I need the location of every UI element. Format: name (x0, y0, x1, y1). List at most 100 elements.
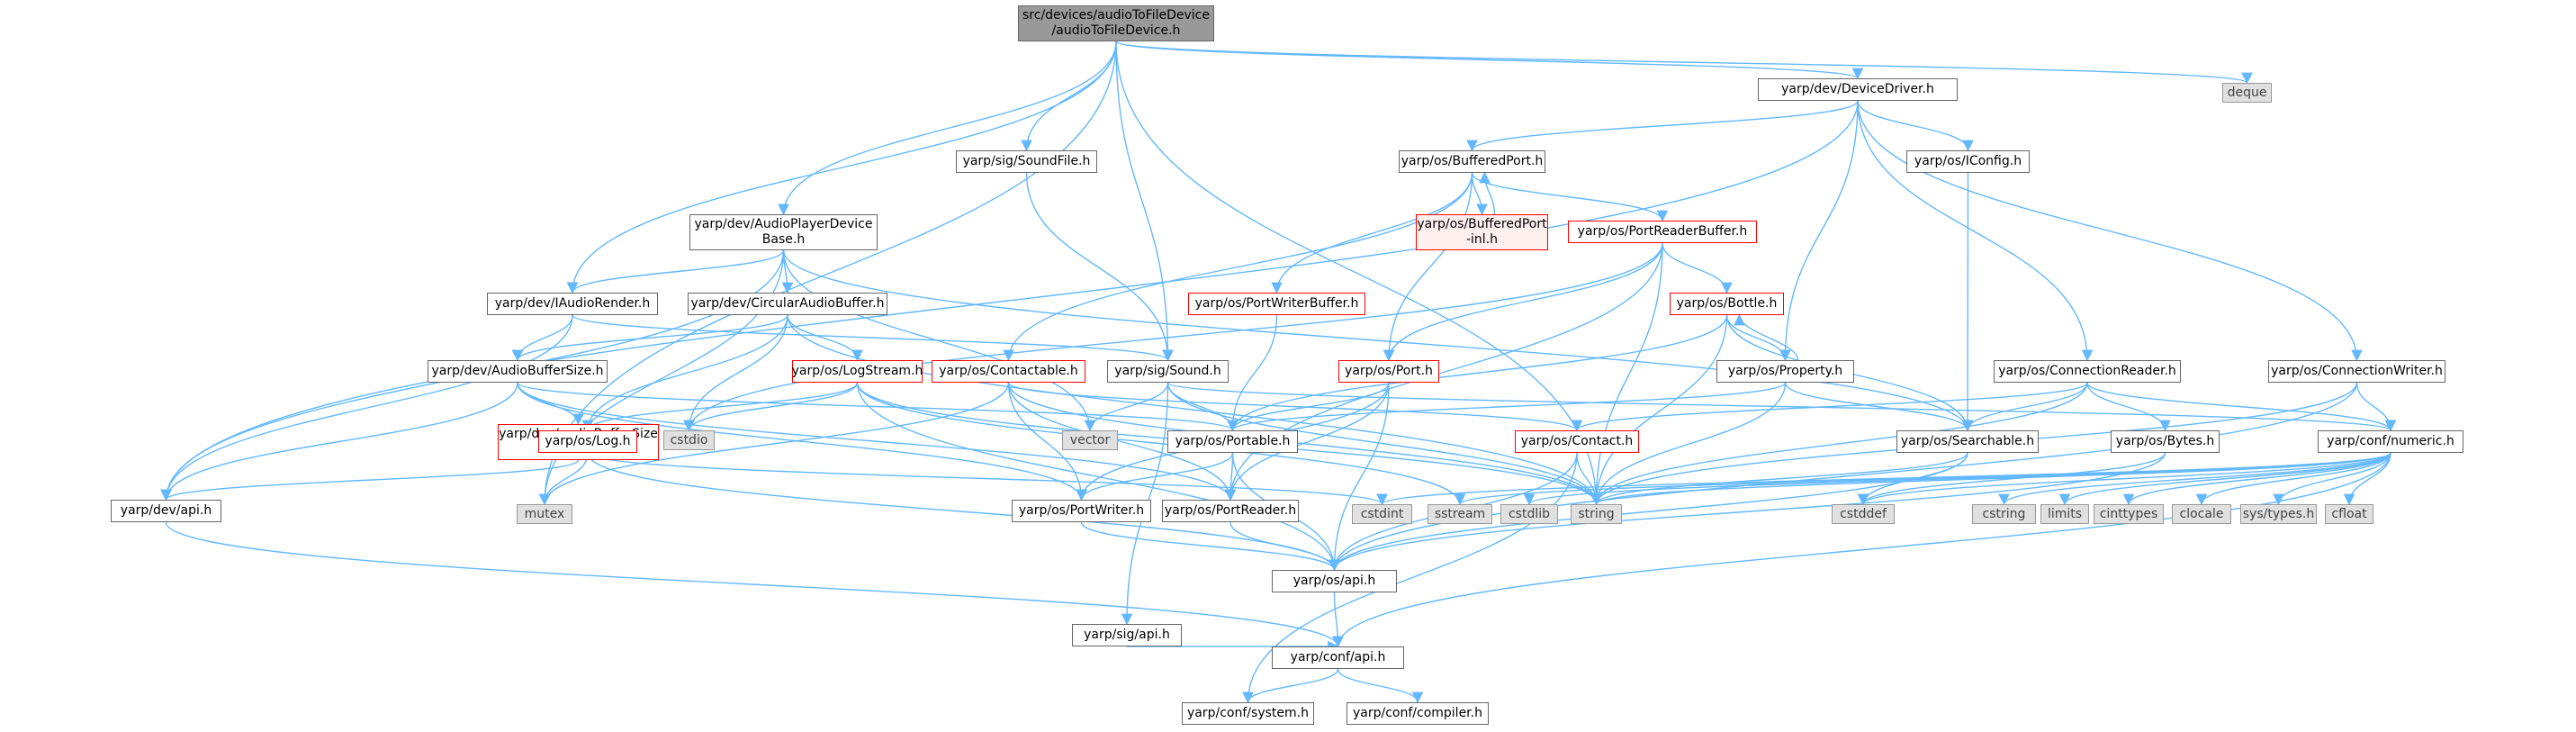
node-cinttypes: cinttypes (2094, 504, 2164, 524)
edge-root-to-soundfile (1021, 41, 1117, 152)
edge-searchable-to-osapi (1329, 452, 1968, 572)
edge-confapi-to-system (1242, 668, 1339, 704)
dependency-edges (160, 41, 2397, 704)
edge-numeric-to-clocale (2195, 452, 2391, 506)
edge-logstream-to-log (581, 382, 859, 432)
edge-bottle-to-property (1725, 314, 1791, 362)
node-bufferedportinl[interactable]: yarp/os/BufferedPort -inl.h (1416, 214, 1548, 250)
edge-circularaudio-to-logstream (787, 314, 863, 362)
node-confapi[interactable]: yarp/conf/api.h (1272, 646, 1404, 669)
edge-property-to-searchable (1784, 382, 1974, 432)
edge-sound-to-vector (1084, 382, 1169, 432)
edge-devicedriver-to-property (1779, 100, 1859, 362)
node-compiler[interactable]: yarp/conf/compiler.h (1347, 702, 1489, 725)
node-iconfig[interactable]: yarp/os/IConfig.h (1906, 150, 2030, 173)
node-numeric[interactable]: yarp/conf/numeric.h (2318, 430, 2463, 453)
node-bufferedport[interactable]: yarp/os/BufferedPort.h (1399, 150, 1545, 173)
edge-numeric-to-cinttypes (2122, 452, 2391, 506)
edge-logstream-to-osapi (856, 382, 1340, 572)
node-cstring: cstring (1972, 504, 2036, 524)
edge-connectionreader-to-searchable (1961, 382, 2088, 432)
node-sstream: sstream (1428, 504, 1492, 524)
edge-devapi-to-confapi (165, 521, 1344, 648)
node-sound[interactable]: yarp/sig/Sound.h (1107, 360, 1229, 383)
edge-circularaudio-to-log (581, 314, 788, 432)
edge-numeric-to-cstring (1998, 452, 2391, 506)
edge-portreaderbuffer-to-port (1383, 242, 1663, 362)
edge-connectionreader-to-numeric (2086, 382, 2397, 432)
edge-portreader-to-osapi (1229, 521, 1340, 572)
node-bytes[interactable]: yarp/os/Bytes.h (2111, 430, 2220, 453)
edge-circularaudio-to-cstdio (683, 314, 788, 432)
edge-connectionreader-to-contact (1571, 382, 2088, 432)
edge-circularaudio-to-audiobuffersize (511, 314, 788, 362)
edge-bufferedport-to-portwriterbuffer (1271, 172, 1473, 294)
node-searchable[interactable]: yarp/os/Searchable.h (1896, 430, 2039, 453)
edge-log-to-mutex (538, 452, 589, 506)
edge-contactable-to-portreader (1007, 382, 1237, 502)
node-connectionwriter[interactable]: yarp/os/ConnectionWriter.h (2268, 360, 2445, 383)
node-circularaudio[interactable]: yarp/dev/CircularAudioBuffer.h (688, 293, 887, 315)
edge-sound-to-string (1166, 382, 1602, 506)
node-contact[interactable]: yarp/os/Contact.h (1515, 430, 1639, 453)
edge-numeric-to-cstdint (1376, 452, 2391, 506)
node-cstddef: cstddef (1832, 504, 1895, 524)
edge-root-to-sound (1115, 41, 1174, 362)
edge-bytes-to-cstddef (1857, 452, 2166, 506)
node-bottle[interactable]: yarp/os/Bottle.h (1670, 293, 1784, 315)
node-devapi[interactable]: yarp/dev/api.h (111, 500, 221, 522)
node-contactable[interactable]: yarp/os/Contactable.h (932, 360, 1085, 383)
node-cstdio: cstdio (663, 430, 715, 450)
edge-root-to-devicedriver (1115, 41, 1863, 80)
node-vector: vector (1062, 430, 1118, 450)
edge-bufferedport-to-contactable (1003, 172, 1473, 362)
node-audiobuffersize[interactable]: yarp/dev/AudioBufferSize.h (428, 360, 608, 383)
edge-portable-to-portwriter (1076, 452, 1234, 502)
node-port[interactable]: yarp/os/Port.h (1338, 360, 1439, 383)
edge-logstream-to-cstdio (683, 382, 859, 432)
node-root: src/devices/audioToFileDevice /audioToFi… (1018, 5, 1214, 41)
node-portable[interactable]: yarp/os/Portable.h (1167, 430, 1298, 453)
node-soundfile[interactable]: yarp/sig/SoundFile.h (956, 150, 1097, 173)
node-sigapi[interactable]: yarp/sig/api.h (1072, 624, 1182, 646)
node-property[interactable]: yarp/os/Property.h (1716, 360, 1854, 383)
edge-numeric-to-string (1590, 452, 2391, 506)
node-log[interactable]: yarp/os/Log.h (538, 430, 637, 453)
node-limits: limits (2040, 504, 2089, 524)
edge-contact-to-system (1242, 452, 1578, 704)
edge-devicedriver-to-bufferedport (1466, 100, 1859, 152)
node-portreaderbuffer[interactable]: yarp/os/PortReaderBuffer.h (1568, 221, 1757, 243)
edge-bytes-to-osapi (1329, 452, 2166, 572)
edge-numeric-to-limits (2058, 452, 2391, 506)
edge-devicedriver-to-connectionreader (1857, 100, 2094, 362)
node-system[interactable]: yarp/conf/system.h (1182, 702, 1314, 725)
edge-numeric-to-cstddef (1857, 452, 2391, 506)
edge-connectionreader-to-bytes (2086, 382, 2171, 432)
node-deque: deque (2222, 83, 2272, 103)
edge-searchable-to-string (1590, 452, 1968, 506)
edge-soundfile-to-sound (1025, 172, 1174, 362)
edge-connectionwriter-to-osapi (1329, 382, 2358, 572)
edge-numeric-to-systypes (2273, 452, 2391, 506)
node-portreader[interactable]: yarp/os/PortReader.h (1162, 500, 1299, 522)
node-audioplayer[interactable]: yarp/dev/AudioPlayerDevice Base.h (689, 214, 878, 250)
node-iaudiorender[interactable]: yarp/dev/IAudioRender.h (487, 293, 658, 315)
node-connectionreader[interactable]: yarp/os/ConnectionReader.h (1994, 360, 2181, 383)
edge-port-to-osapi (1329, 382, 1390, 572)
node-osapi[interactable]: yarp/os/api.h (1272, 570, 1397, 592)
edge-bufferedport-to-portreaderbuffer (1471, 172, 1669, 222)
node-portwriter[interactable]: yarp/os/PortWriter.h (1012, 500, 1151, 522)
edge-connectionwriter-to-numeric (2355, 382, 2397, 432)
node-devicedriver[interactable]: yarp/dev/DeviceDriver.h (1758, 78, 1958, 101)
edge-devicedriver-to-iconfig (1857, 100, 1974, 152)
node-portwriterbuffer[interactable]: yarp/os/PortWriterBuffer.h (1188, 293, 1365, 315)
edge-bufferedport-to-port (1383, 172, 1473, 362)
edge-audiobuffersize-to-devapi (160, 382, 518, 502)
edge-portwriter-to-osapi (1080, 521, 1340, 572)
edge-contactable-to-contact (1007, 382, 1583, 432)
edge-port-to-portable (1227, 382, 1390, 432)
edge-portwriterbuffer-to-portable (1227, 314, 1278, 432)
edge-audiobuffersize-to-portwriter (517, 382, 1087, 502)
node-logstream[interactable]: yarp/os/LogStream.h (792, 360, 923, 383)
edge-circularaudio-to-string (787, 314, 1602, 506)
